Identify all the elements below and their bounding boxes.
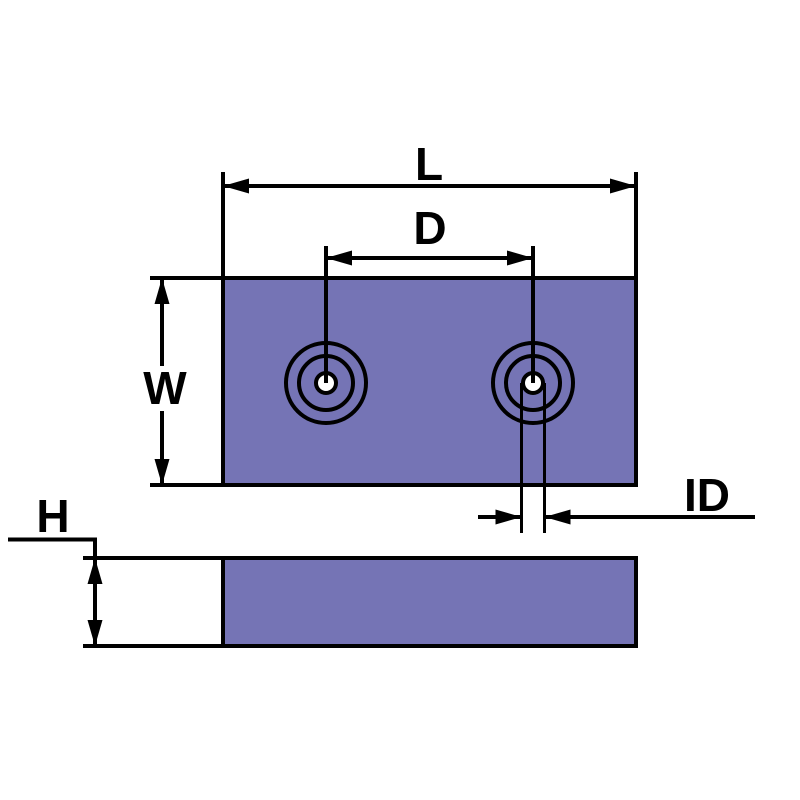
- plate-side-view: [221, 556, 638, 648]
- dim-w-arrow-up: [154, 278, 170, 304]
- label-inner-diameter: ID: [684, 469, 730, 521]
- label-hole-spacing: D: [413, 202, 446, 254]
- label-height: H: [36, 490, 69, 542]
- label-width: W: [143, 362, 187, 414]
- dim-d-arrow-left: [326, 250, 352, 266]
- w-label-mask: [140, 366, 190, 411]
- label-length: L: [415, 138, 443, 190]
- dim-id-arrow-left-pointing: [544, 509, 571, 525]
- dim-w-arrow-down: [154, 459, 170, 485]
- dim-h-arrow-down: [87, 620, 103, 646]
- dim-l-arrow-right: [610, 178, 636, 194]
- h-leader-line: [8, 537, 97, 559]
- dim-id-arrow-right-pointing: [495, 509, 522, 525]
- top-view: [140, 172, 755, 533]
- dim-h-arrow-up: [87, 558, 103, 584]
- dim-d-arrow-right: [507, 250, 533, 266]
- dim-l-arrow-left: [223, 178, 249, 194]
- side-view: [8, 537, 638, 648]
- plate-top-view: [221, 276, 638, 487]
